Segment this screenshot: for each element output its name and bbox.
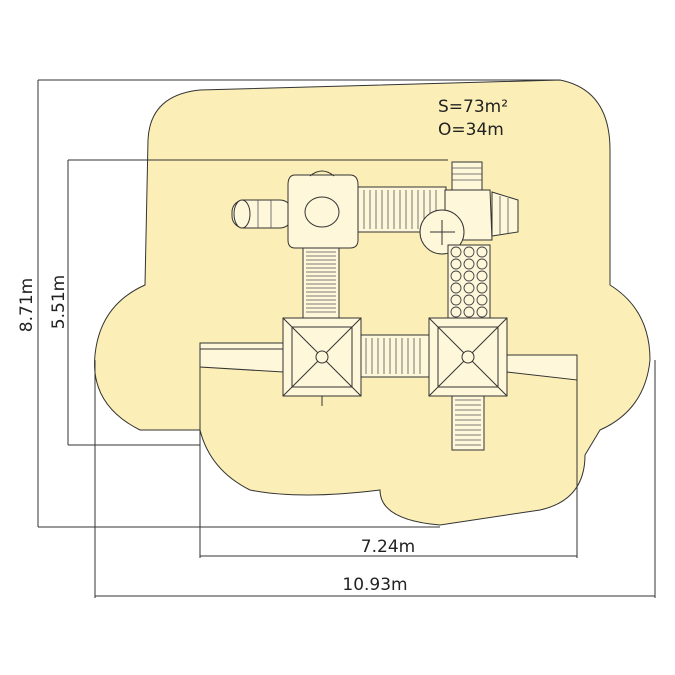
tower-top-left <box>287 170 359 249</box>
net-ring <box>476 270 488 282</box>
inner-height-label: 5.51m <box>49 275 69 329</box>
climbing-net <box>447 244 491 321</box>
net-ring <box>476 282 488 294</box>
inner-width-label: 7.24m <box>361 537 415 557</box>
total-width-label: 10.93m <box>342 575 407 595</box>
bridge-middle <box>360 334 430 378</box>
net-ring <box>463 246 475 258</box>
perimeter-label: O=34m <box>438 120 504 140</box>
net-ring <box>463 270 475 282</box>
net-ring <box>476 294 488 306</box>
safety-zone <box>94 79 651 526</box>
tunnel <box>231 199 293 229</box>
slide-left <box>199 342 284 373</box>
net-ring <box>450 294 462 306</box>
net-ring <box>450 306 462 318</box>
net-ring <box>463 306 475 318</box>
dimension-inner-height: 5.51m <box>49 159 448 446</box>
net-ring <box>476 258 488 270</box>
ladder-top-right <box>451 161 483 191</box>
roof-right <box>428 317 508 397</box>
net-ring <box>463 258 475 270</box>
tower-right <box>419 189 493 255</box>
net-ring <box>450 270 462 282</box>
net-ring <box>476 246 488 258</box>
dimension-total-height: 8.71m <box>17 79 560 528</box>
net-ring <box>476 306 488 318</box>
total-height-label: 8.71m <box>17 278 37 332</box>
net-ring <box>463 282 475 294</box>
net-ring <box>463 294 475 306</box>
net-ring <box>450 258 462 270</box>
platform-right <box>506 354 578 381</box>
dimension-inner-width: 7.24m <box>199 345 578 558</box>
net-ring <box>450 246 462 258</box>
area-label: S=73m² <box>438 97 508 117</box>
slide-right <box>491 191 519 237</box>
roof-left <box>282 317 362 406</box>
ladder-left <box>302 247 340 319</box>
ladder-bottom <box>451 395 485 451</box>
dimension-total-width: 10.93m <box>94 360 656 598</box>
net-ring <box>450 282 462 294</box>
